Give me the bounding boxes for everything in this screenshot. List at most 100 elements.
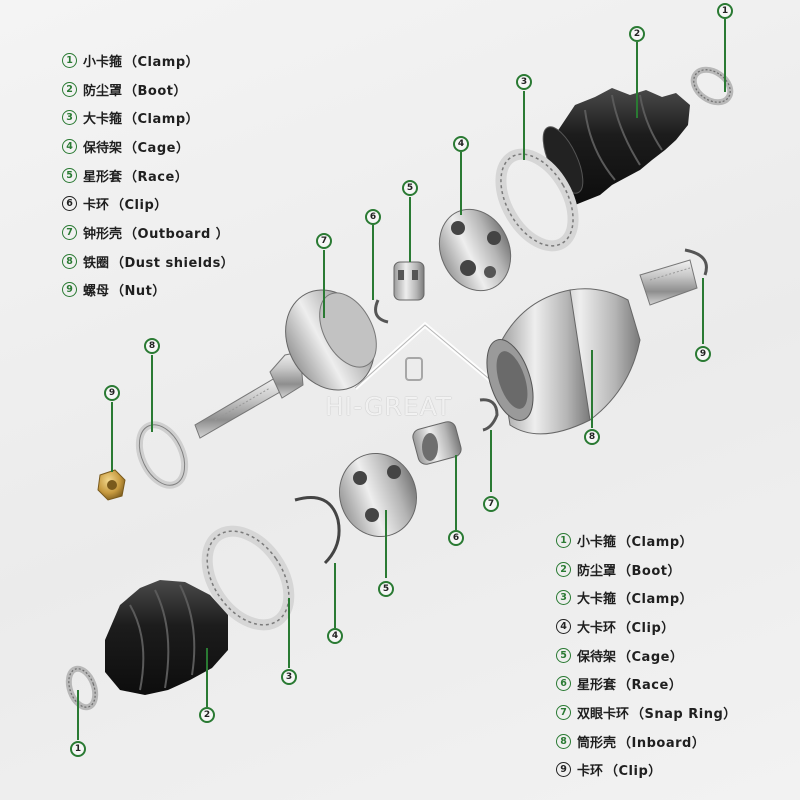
callout-upper-clamp-small: 1: [717, 3, 733, 19]
legend-label-cn: 卡环: [83, 198, 110, 214]
legend-label-en: （Nut）: [111, 284, 166, 300]
callout-upper-cage: 4: [453, 136, 469, 152]
legend-number: 5: [556, 647, 571, 663]
cage-upper: [438, 208, 512, 292]
boot-lower: [105, 580, 228, 695]
callout-lines: [77, 19, 726, 740]
legend-number: 3: [556, 590, 571, 606]
legend-label-cn: 铁圈: [83, 255, 110, 271]
legend-label-en: （Inboard）: [618, 735, 706, 751]
legend-label-en: （Dust shields）: [111, 255, 235, 271]
callout-outboard-housing: 7: [316, 233, 332, 249]
small-clamp-upper: [690, 66, 734, 106]
legend-label-en: （Boot）: [618, 563, 682, 579]
legend-label-cn: 钟形壳: [83, 226, 123, 242]
race-lower: [412, 421, 462, 465]
legend-number: 2: [62, 81, 77, 97]
outboard-housing: [194, 289, 377, 439]
legend-item: 3 大卡箍（Clamp）: [62, 103, 234, 132]
legend-number: 2: [556, 561, 571, 577]
legend-number: 3: [62, 110, 77, 126]
legend-label-en: （Clamp）: [124, 112, 200, 128]
legend-label-en: （Outboard ）: [124, 226, 230, 242]
callout-snap-ring: 7: [483, 496, 499, 512]
small-clamp-lower: [65, 665, 99, 711]
legend-label-cn: 小卡箍: [577, 534, 617, 550]
legend-label-cn: 双眼卡环: [577, 706, 630, 722]
callout-upper-clip: 6: [365, 209, 381, 225]
legend-label-en: （Boot）: [124, 83, 188, 99]
legend-number: 6: [62, 196, 77, 212]
legend-label-en: （Clip）: [618, 620, 675, 636]
legend-label-cn: 防尘罩: [83, 83, 123, 99]
legend-label-en: （Clamp）: [124, 54, 200, 70]
legend-number: 7: [62, 224, 77, 240]
callout-dust-shield: 8: [144, 338, 160, 354]
legend-item: 9 卡环（Clip）: [556, 756, 737, 785]
legend-item: 4 保待架（Cage）: [62, 132, 234, 161]
legend-number: 9: [62, 282, 77, 298]
legend-number: 9: [556, 762, 571, 778]
legend-label-cn: 螺母: [83, 284, 110, 300]
callout-upper-clamp-large: 3: [516, 74, 532, 90]
legend-label-cn: 星形套: [83, 169, 123, 185]
legend-item: 5 保待架（Cage）: [556, 641, 737, 670]
legend-label-cn: 大卡箍: [577, 592, 617, 608]
legend-label-en: （Clip）: [605, 764, 662, 780]
legend-label-cn: 保待架: [83, 140, 123, 156]
legend-label-en: （Clamp）: [618, 592, 694, 608]
legend-item: 8 筒形壳（Inboard）: [556, 727, 737, 756]
big-clip-lower: [294, 496, 341, 565]
callout-nut: 9: [104, 385, 120, 401]
legend-label-en: （Race）: [124, 169, 189, 185]
large-clamp-lower: [201, 525, 295, 631]
legend-label-en: （Snap Ring）: [631, 706, 737, 722]
callout-lower-big-clip: 4: [327, 628, 343, 644]
callout-lower-race: 6: [448, 530, 464, 546]
legend-item: 3 大卡箍（Clamp）: [556, 583, 737, 612]
legend-label-en: （Cage）: [618, 649, 684, 665]
legend-item: 8 铁圈（Dust shields）: [62, 247, 234, 276]
callout-lower-cage: 5: [378, 581, 394, 597]
legend-label-cn: 小卡箍: [83, 54, 123, 70]
legend-item: 6 卡环（Clip）: [62, 189, 234, 218]
legend-item: 6 星形套（Race）: [556, 669, 737, 698]
legend-number: 1: [62, 52, 77, 68]
legend-label-cn: 大卡箍: [83, 112, 123, 128]
inboard-housing: [486, 259, 698, 435]
legend-number: 1: [556, 532, 571, 548]
watermark-logo: [353, 321, 502, 390]
legend-item: 2 防尘罩（Boot）: [62, 75, 234, 104]
legend-label-cn: 星形套: [577, 678, 617, 694]
legend-number: 6: [556, 676, 571, 692]
legend-label-en: （Race）: [618, 678, 683, 694]
legend-number: 4: [62, 138, 77, 154]
legend-label-en: （Cage）: [124, 140, 190, 156]
inboard-clip: [684, 248, 708, 276]
race-upper: [393, 261, 425, 301]
legend-label-cn: 卡环: [577, 764, 604, 780]
legend-item: 9 螺母（Nut）: [62, 276, 234, 305]
legend-item: 7 钟形壳（Outboard ）: [62, 218, 234, 247]
dust-shield: [135, 421, 189, 489]
clip-upper: [374, 299, 389, 324]
callout-lower-clamp-large: 3: [281, 669, 297, 685]
callout-lower-clamp-small: 1: [70, 741, 86, 757]
legend-label-en: （Clip）: [111, 198, 168, 214]
legend-number: 8: [556, 733, 571, 749]
legend-label-cn: 保待架: [577, 649, 617, 665]
legend-label-en: （Clamp）: [618, 534, 694, 550]
legend-label-cn: 筒形壳: [577, 735, 617, 751]
legend-item: 1 小卡箍（Clamp）: [62, 46, 234, 75]
legend-item: 1 小卡箍（Clamp）: [556, 526, 737, 555]
callout-inboard-clip: 9: [695, 346, 711, 362]
legend-number: 8: [62, 253, 77, 269]
callout-inboard-housing: 8: [584, 429, 600, 445]
legend-number: 4: [556, 618, 571, 634]
